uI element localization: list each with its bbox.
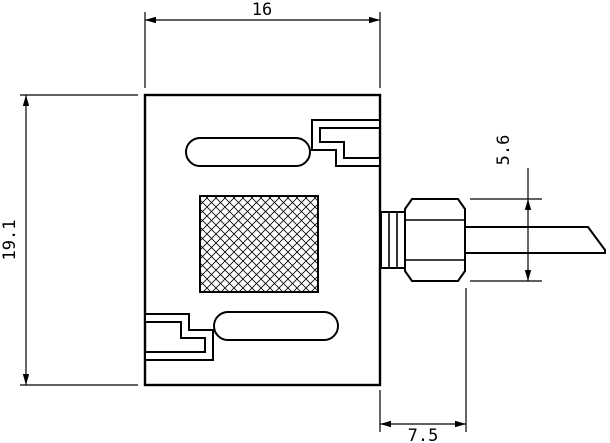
arrow-up-icon	[524, 199, 532, 210]
dim-gland-length-label: 7.5	[408, 426, 439, 443]
dim-height: 19.1	[0, 94, 138, 386]
arrow-right-icon	[369, 16, 380, 24]
bottom-flexure-slot	[213, 311, 339, 341]
dim-width: 16	[144, 0, 381, 88]
arrow-left-icon	[380, 420, 391, 428]
arrow-down-icon	[524, 270, 532, 281]
top-flexure-slot	[185, 137, 311, 167]
hatched-strain-gauge-area	[199, 195, 319, 293]
cable-gland-rings	[380, 211, 406, 269]
arrow-down-icon	[22, 374, 30, 385]
dim-gland-length: 7.5	[379, 288, 467, 443]
dim-height-label: 19.1	[0, 220, 20, 261]
dim-gland-height-label: 5.6	[494, 135, 514, 166]
cable	[464, 226, 606, 254]
top-right-step-cut	[311, 119, 381, 167]
bottom-left-step-cut	[144, 313, 214, 361]
arrow-left-icon	[145, 16, 156, 24]
arrow-up-icon	[22, 95, 30, 106]
dim-gland-height: 5.6	[470, 135, 542, 282]
hex-nut	[404, 198, 466, 282]
dim-width-label: 16	[252, 0, 272, 20]
arrow-right-icon	[455, 420, 466, 428]
